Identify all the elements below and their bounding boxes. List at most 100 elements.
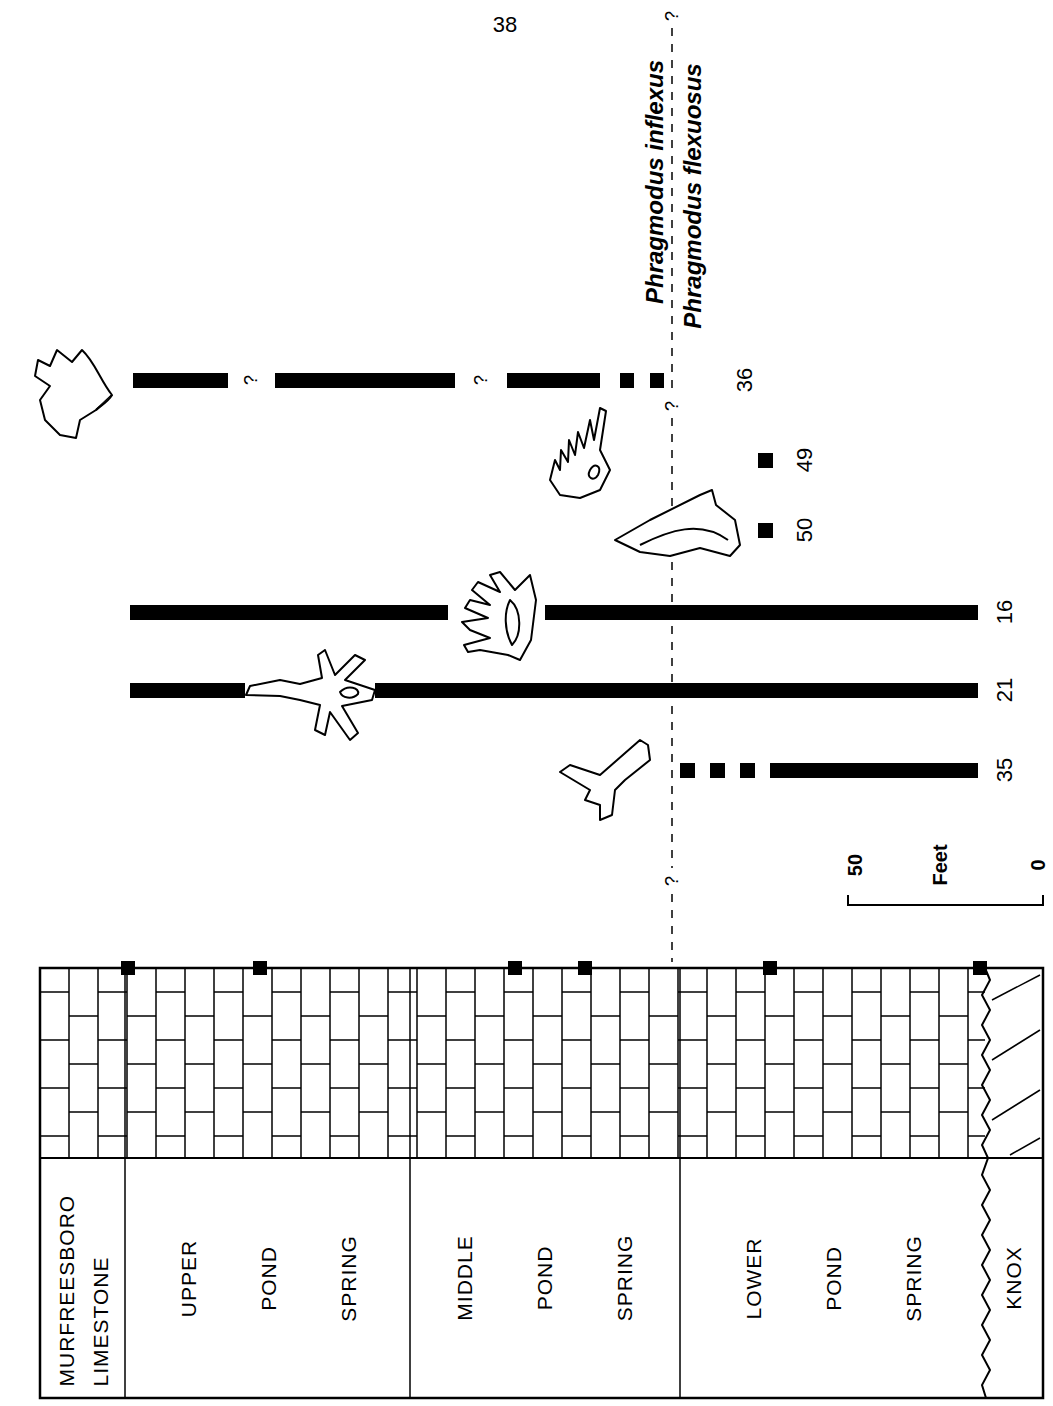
bedding-line — [735, 968, 737, 1158]
bedding-line — [243, 1015, 272, 1017]
bedding-line — [678, 1135, 707, 1137]
bedding-line — [678, 1039, 707, 1041]
bedding-line — [359, 1015, 388, 1017]
bedding-line — [272, 1087, 301, 1089]
bedding-line — [417, 1015, 446, 1017]
bedding-line — [388, 1039, 417, 1041]
rotated-frame: MURFREESBORO LIMESTONE — [40, 1158, 125, 1398]
bedding-line — [68, 968, 70, 1158]
query-mark: ? — [663, 401, 681, 411]
rotated-frame: MIDDLE POND SPRING — [410, 1158, 680, 1398]
bedding-line — [851, 968, 853, 1158]
bedding-line — [156, 1135, 185, 1137]
bedding-line — [417, 1063, 446, 1065]
bedding-line — [910, 1135, 939, 1137]
bedding-line — [156, 1039, 185, 1041]
bedding-line — [446, 1039, 475, 1041]
sample-number: 36 — [734, 368, 756, 392]
bedding-line — [330, 1087, 359, 1089]
bedding-line — [881, 1111, 910, 1113]
bedding-line — [300, 968, 302, 1158]
bedding-line — [271, 968, 273, 1158]
bedding-line — [330, 991, 359, 993]
bedding-line — [823, 1063, 852, 1065]
bedding-line — [707, 1015, 736, 1017]
bedding-line — [97, 968, 99, 1158]
bedding-line — [416, 968, 418, 1158]
bedding-line — [533, 1111, 562, 1113]
bedding-line — [184, 968, 186, 1158]
bedding-line — [446, 1087, 475, 1089]
bedding-line — [214, 991, 243, 993]
rotated-frame: UPPER POND SPRING — [125, 1158, 410, 1398]
bedding-line — [910, 1039, 939, 1041]
bedding-line — [272, 1039, 301, 1041]
bedding-line — [127, 1015, 156, 1017]
bedding-line — [358, 968, 360, 1158]
bedding-line — [243, 1063, 272, 1065]
scale-value: 50 — [845, 854, 865, 876]
bedding-line — [736, 991, 765, 993]
bedding-line — [40, 1135, 69, 1137]
bedding-line — [214, 1039, 243, 1041]
bedding-line — [40, 991, 69, 993]
formation-band: LOWER POND SPRING — [680, 1158, 985, 1398]
bedding-line — [562, 1087, 591, 1089]
bedding-line — [678, 991, 707, 993]
bedding-line — [649, 1111, 678, 1113]
bedding-line — [98, 1039, 127, 1041]
bedding-line — [794, 1135, 823, 1137]
bedding-line — [127, 1063, 156, 1065]
bedding-line — [40, 1087, 69, 1089]
bedding-line — [301, 1063, 330, 1065]
bedding-line — [794, 991, 823, 993]
bedding-line — [794, 1087, 823, 1089]
bedding-line — [823, 1111, 852, 1113]
sample-number: 16 — [994, 600, 1016, 624]
bedding-line — [417, 1111, 446, 1113]
bedding-line — [852, 1087, 881, 1089]
bedding-line — [649, 1063, 678, 1065]
bedding-line — [967, 968, 969, 1158]
bedding-line — [852, 1135, 881, 1137]
bedding-line — [475, 1111, 504, 1113]
bedding-line — [620, 991, 649, 993]
bedding-line — [910, 1087, 939, 1089]
bedding-line — [823, 1015, 852, 1017]
bedding-line — [98, 991, 127, 993]
bedding-line — [939, 1015, 968, 1017]
bedding-line — [388, 1135, 417, 1137]
bedding-line — [185, 1015, 214, 1017]
bedding-line — [939, 1111, 968, 1113]
bedding-line — [765, 1015, 794, 1017]
bedding-line — [678, 1087, 707, 1089]
bedding-line — [677, 968, 679, 1158]
bedding-line — [301, 1111, 330, 1113]
rotated-frame: LOWER POND SPRING — [680, 1158, 985, 1398]
bedding-line — [591, 1015, 620, 1017]
bedding-line — [330, 1039, 359, 1041]
bedding-line — [272, 1135, 301, 1137]
bedding-line — [968, 1039, 985, 1041]
bedding-line — [736, 1039, 765, 1041]
bedding-line — [330, 1135, 359, 1137]
formation-band: MIDDLE POND SPRING — [410, 1158, 680, 1398]
bedding-line — [532, 968, 534, 1158]
bedding-line — [880, 968, 882, 1158]
bedding-line — [359, 1063, 388, 1065]
bedding-line — [562, 1135, 591, 1137]
bedding-line — [706, 968, 708, 1158]
formation-band: UPPER POND SPRING — [125, 1158, 410, 1398]
bedding-line — [504, 1087, 533, 1089]
bedding-line — [242, 968, 244, 1158]
bedding-line — [619, 968, 621, 1158]
bedding-line — [620, 1087, 649, 1089]
bedding-line — [69, 1063, 98, 1065]
bedding-line — [620, 1039, 649, 1041]
bedding-line — [649, 1015, 678, 1017]
bedding-line — [707, 1111, 736, 1113]
bedding-line — [213, 968, 215, 1158]
sample-number: 35 — [994, 758, 1016, 782]
bedding-line — [881, 1063, 910, 1065]
